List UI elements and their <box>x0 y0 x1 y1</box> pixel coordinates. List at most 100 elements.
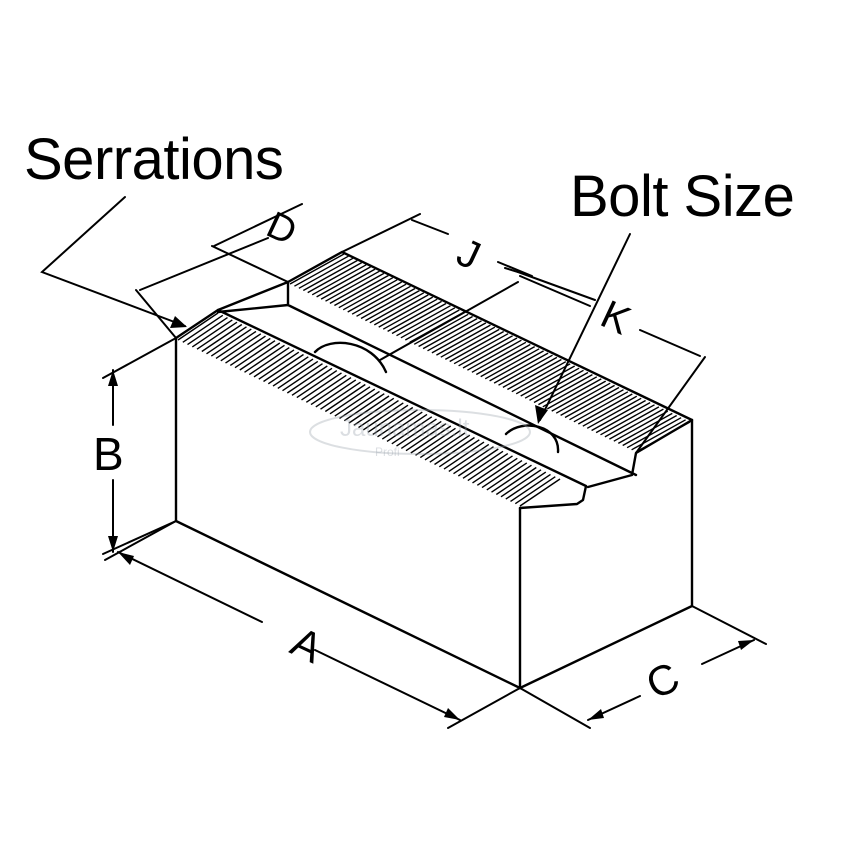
serration-line <box>484 348 540 380</box>
serration-line <box>315 379 357 408</box>
serration-line <box>206 326 247 355</box>
dim-label-d: D <box>260 204 303 254</box>
serration-line <box>410 425 452 454</box>
serration-line <box>431 322 487 354</box>
serration-line <box>391 302 447 335</box>
jaw-block <box>174 250 694 690</box>
serration-line <box>591 399 646 432</box>
serrations-leader <box>40 196 186 327</box>
serration-line <box>626 417 682 449</box>
serration-line <box>187 317 228 346</box>
serration-line <box>458 335 513 367</box>
serration-line <box>436 324 491 356</box>
serration-line <box>493 352 549 384</box>
serration-line <box>191 319 233 348</box>
serration-line <box>514 476 556 505</box>
serration-line <box>182 314 224 343</box>
serration-line <box>555 382 611 414</box>
serration-line <box>302 259 358 292</box>
serration-line <box>471 341 527 373</box>
serration-line <box>476 457 518 486</box>
serration-line <box>546 378 602 410</box>
serration-line <box>444 328 500 361</box>
serration-line <box>405 423 447 452</box>
serration-line <box>334 274 389 307</box>
serration-line <box>462 450 504 479</box>
arrowhead-c-right <box>738 640 754 650</box>
serration-line <box>362 402 404 431</box>
front-serration-outline <box>174 308 588 510</box>
bolt-slot-curve-left <box>313 341 388 374</box>
serration-line <box>351 283 407 315</box>
serration-line <box>422 317 478 350</box>
serration-line <box>560 384 615 417</box>
bolt-slot-curve-right <box>504 424 560 454</box>
serration-line <box>617 412 673 445</box>
serration-line <box>386 413 428 442</box>
dim-k-extensions <box>504 267 706 454</box>
serration-line <box>382 298 438 330</box>
dim-b-extensions <box>102 337 177 555</box>
serration-line <box>400 307 456 339</box>
serration-line <box>415 427 456 456</box>
serration-line <box>298 257 354 289</box>
serration-line <box>296 370 338 399</box>
serration-line <box>429 434 471 463</box>
serration-line <box>491 464 532 493</box>
serration-line <box>515 363 571 395</box>
watermark-text: Jaunamas.lt <box>340 415 470 442</box>
serration-line <box>301 372 342 401</box>
serration-line <box>311 264 367 296</box>
serration-line <box>381 411 423 440</box>
serration-line <box>462 337 518 369</box>
serration-line <box>225 335 266 364</box>
serration-line <box>573 391 629 423</box>
serration-line <box>282 363 323 392</box>
arrowhead-bolt <box>535 405 548 424</box>
serration-line <box>377 409 418 438</box>
dim-label-a: A <box>284 618 329 672</box>
serration-line <box>538 373 593 406</box>
dim-label-j: J <box>450 230 487 278</box>
serration-line <box>391 416 433 445</box>
serration-line <box>600 404 655 436</box>
serration-line <box>427 320 482 352</box>
serration-line <box>404 309 460 341</box>
serration-line <box>365 289 420 322</box>
serration-line <box>239 342 281 371</box>
serration-line <box>267 356 309 385</box>
serration-line <box>277 360 319 389</box>
dim-label-c: C <box>639 653 686 708</box>
dim-d-line <box>139 203 303 291</box>
serration-line <box>378 296 434 328</box>
watermark-subtext: Profi <box>375 445 400 459</box>
serration-line <box>613 410 669 442</box>
dim-label-b: B <box>93 428 124 480</box>
serration-line <box>310 377 352 406</box>
dim-j-extensions <box>341 213 596 301</box>
serration-line <box>500 469 542 498</box>
serration-line <box>582 395 638 427</box>
serration-line <box>453 446 494 475</box>
serration-line <box>348 395 390 424</box>
serration-line <box>244 344 285 373</box>
dim-j-line <box>411 219 533 277</box>
serration-line <box>234 340 276 369</box>
serration-line <box>533 371 589 404</box>
serration-line <box>507 358 562 391</box>
serration-line <box>569 389 624 421</box>
serration-line <box>467 339 522 371</box>
serrations-callout: Serrations <box>24 127 284 192</box>
serration-line <box>339 390 380 419</box>
arrowhead-b-top <box>108 370 118 386</box>
serration-line <box>609 408 664 440</box>
serration-line <box>511 361 567 393</box>
bolt-size-leader <box>539 233 631 421</box>
arrowhead-a-left <box>118 552 134 565</box>
serration-line <box>400 420 442 449</box>
serration-line <box>453 333 509 365</box>
serration-line <box>520 365 576 397</box>
dim-a-line <box>117 551 461 721</box>
serration-line <box>467 453 509 482</box>
serration-line <box>622 414 678 447</box>
